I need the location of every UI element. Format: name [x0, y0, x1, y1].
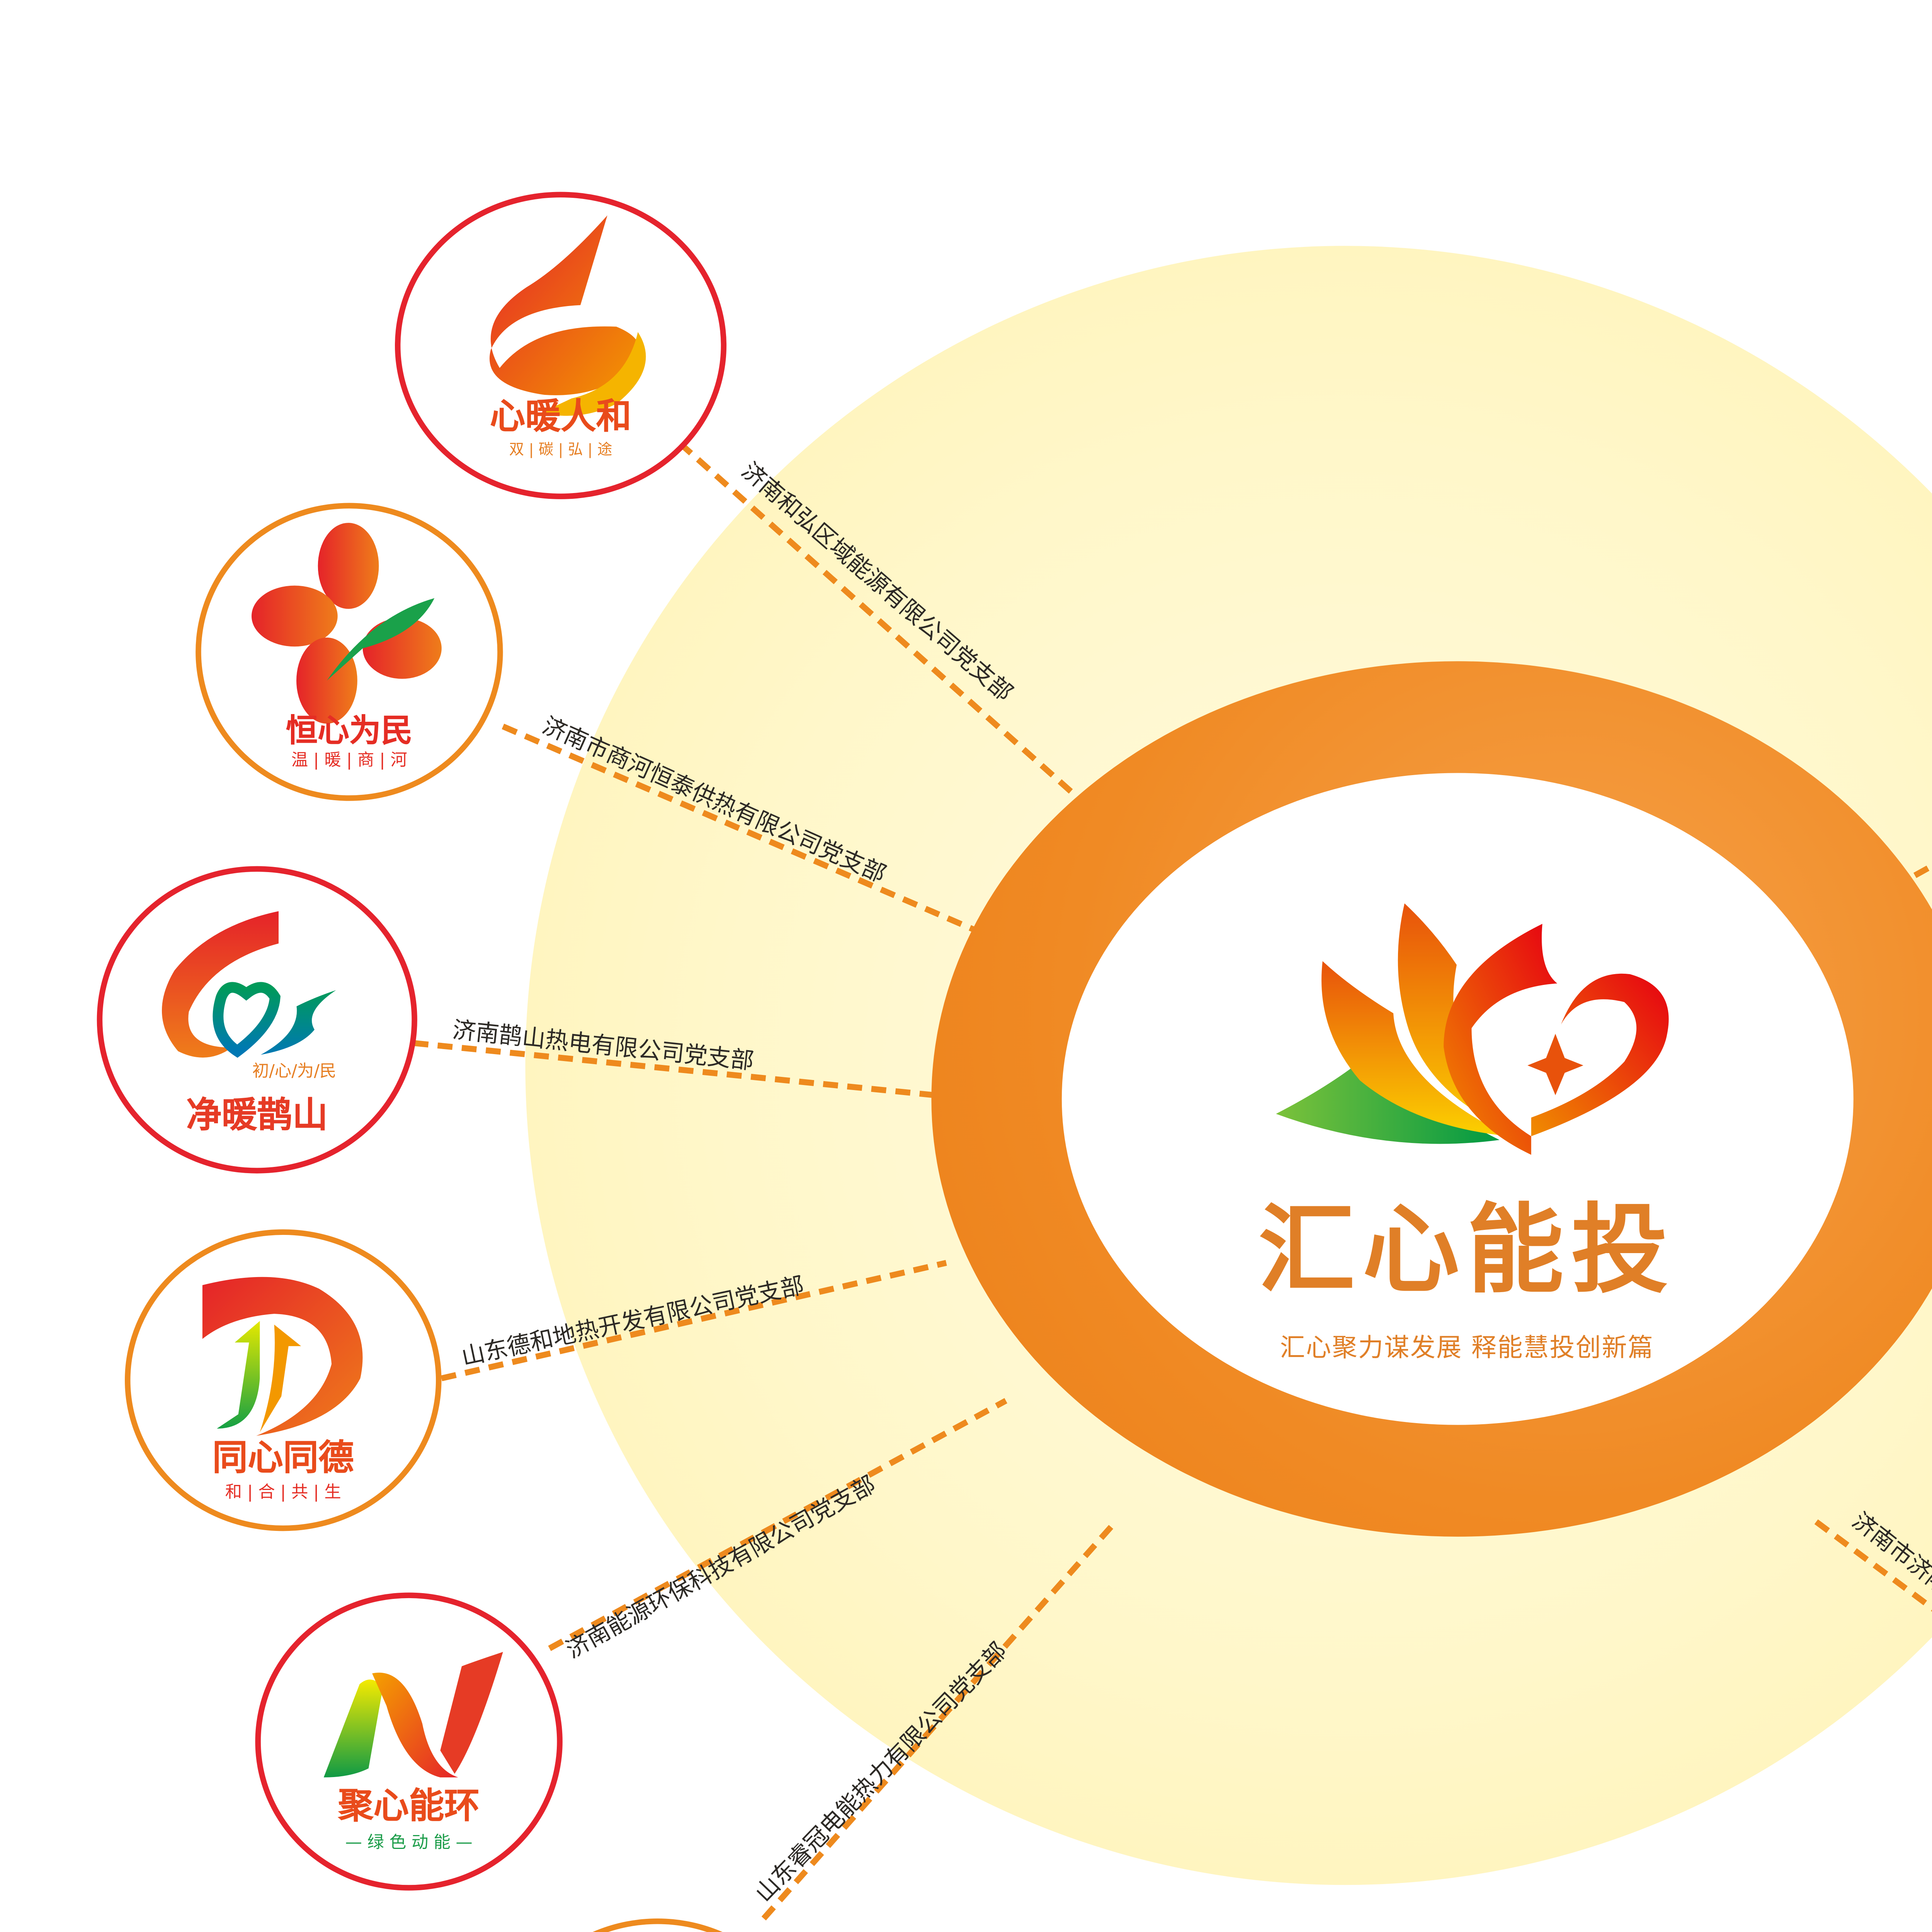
connector-ganghua: [1913, 862, 1932, 878]
badge-dehe: 同心同德 和 | 合 | 共 | 生: [124, 1229, 442, 1531]
brand-name: 心暖人和: [490, 396, 632, 438]
badge-shanghe: 恒心为民 温 | 暖 | 商 | 河: [196, 503, 503, 801]
center-title: 汇心能投: [1258, 1196, 1676, 1308]
brand-name: 同心同德: [212, 1438, 354, 1479]
connector-ruiguan: [761, 1521, 1116, 1921]
brand-motto: 和 | 合 | 共 | 生: [225, 1484, 341, 1503]
ribbon-c-icon: [489, 215, 646, 416]
connector-queshan: [413, 1040, 935, 1099]
connector-shanghe: [502, 723, 979, 934]
flower-hearts-icon: [252, 523, 442, 724]
brand-name: 聚心能环: [338, 1786, 480, 1827]
connector-hehong: [678, 441, 1073, 794]
arrow-d-icon: [202, 1277, 363, 1436]
connector-nenghuan: [548, 1398, 1007, 1651]
badge-hehong: 心暖人和 双 | 碳 | 弘 | 途: [395, 192, 727, 499]
brand-motto: 温 | 暖 | 商 | 河: [291, 752, 407, 771]
brand-name: 净暖鹊山: [186, 1095, 328, 1136]
heart-mountain-icon: [162, 911, 336, 1058]
badge-nenghuan: 聚心能环 — 绿 色 动 能 —: [255, 1592, 563, 1891]
connector-jiyang: [1814, 1519, 1932, 1612]
brand-motto: — 绿 色 动 能 —: [345, 1835, 473, 1854]
huixin-lotus-heart-icon: [1276, 903, 1669, 1155]
connector-dehe: [440, 1260, 947, 1381]
center-ring-inner: [1061, 773, 1854, 1425]
badge-queshan: 初/心/为/民 净暖鹊山: [97, 866, 417, 1173]
r-lightning-icon: [505, 1924, 810, 1932]
ribbon-n-icon: [323, 1652, 503, 1777]
brand-name: 恒心为民: [286, 713, 413, 751]
brand-motto: 双 | 碳 | 弘 | 途: [509, 441, 612, 458]
center-slogan: 汇心聚力谋发展 释能慧投创新篇: [1280, 1333, 1654, 1364]
brand-motto: 初/心/为/民: [252, 1063, 337, 1082]
